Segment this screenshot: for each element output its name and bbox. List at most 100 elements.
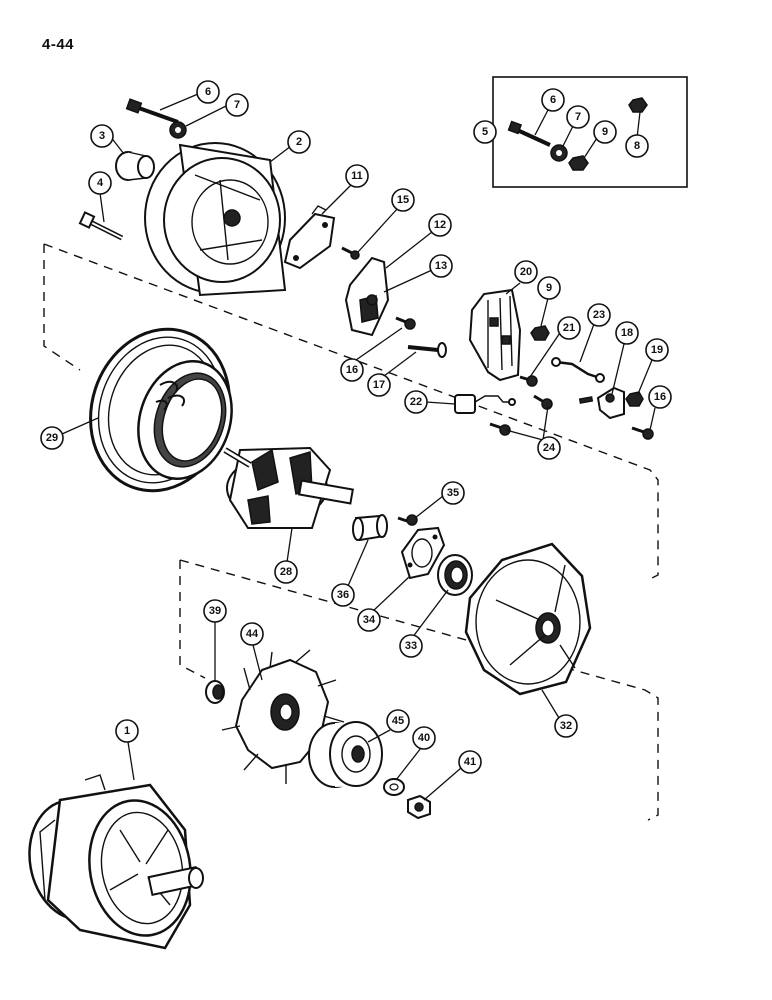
screw-part-21 bbox=[519, 375, 538, 387]
spacer-part-39 bbox=[205, 680, 225, 704]
inset-nut-part-9 bbox=[568, 155, 589, 171]
callout-16-right: 16 bbox=[648, 385, 672, 409]
callout-29: 29 bbox=[40, 426, 64, 450]
alternator-assembly-part-1 bbox=[28, 774, 204, 950]
svg-text:7: 7 bbox=[575, 111, 581, 123]
callout-8: 8 bbox=[625, 134, 649, 158]
screw-part-35 bbox=[397, 514, 418, 526]
svg-text:12: 12 bbox=[434, 219, 446, 231]
inset-nut-part-8 bbox=[628, 97, 648, 113]
inset-washer-part-7 bbox=[550, 144, 568, 162]
nut-part-41 bbox=[407, 794, 431, 820]
svg-text:8: 8 bbox=[634, 140, 640, 152]
callout-33: 33 bbox=[399, 634, 423, 658]
svg-text:33: 33 bbox=[405, 640, 417, 652]
svg-text:45: 45 bbox=[392, 715, 404, 727]
svg-text:22: 22 bbox=[410, 396, 422, 408]
svg-text:36: 36 bbox=[337, 589, 349, 601]
svg-text:6: 6 bbox=[205, 86, 211, 98]
callout-18: 18 bbox=[615, 321, 639, 345]
svg-text:19: 19 bbox=[651, 344, 663, 356]
callout-21: 21 bbox=[557, 316, 581, 340]
dashed-group-line bbox=[43, 243, 659, 581]
svg-text:21: 21 bbox=[563, 322, 575, 334]
svg-text:11: 11 bbox=[351, 170, 363, 182]
pulley-part-45 bbox=[308, 721, 383, 788]
callout-2: 2 bbox=[287, 130, 311, 154]
svg-text:1: 1 bbox=[124, 725, 130, 737]
callout-35: 35 bbox=[441, 481, 465, 505]
svg-text:2: 2 bbox=[296, 136, 302, 148]
callout-39: 39 bbox=[203, 599, 227, 623]
svg-text:9: 9 bbox=[546, 282, 552, 294]
svg-text:18: 18 bbox=[621, 327, 633, 339]
strap-part-23 bbox=[551, 357, 605, 383]
callout-20: 20 bbox=[514, 260, 538, 284]
svg-text:20: 20 bbox=[520, 266, 532, 278]
callout-9: 9 bbox=[537, 276, 561, 300]
svg-text:44: 44 bbox=[246, 628, 259, 640]
dashed-group-line bbox=[179, 560, 206, 679]
dashed-group-line bbox=[43, 244, 81, 371]
svg-text:32: 32 bbox=[560, 720, 572, 732]
fan-part-44 bbox=[221, 649, 345, 784]
washer-part-7 bbox=[169, 121, 187, 139]
svg-text:41: 41 bbox=[464, 756, 476, 768]
callout-4: 4 bbox=[88, 171, 112, 195]
callout-9-inset: 9 bbox=[593, 120, 617, 144]
screw-part-17 bbox=[407, 342, 447, 358]
callout-3: 3 bbox=[90, 124, 114, 148]
svg-text:3: 3 bbox=[99, 130, 105, 142]
capacitor-part-22 bbox=[454, 394, 516, 414]
bushing-part-3 bbox=[115, 151, 155, 181]
washer-part-40 bbox=[383, 778, 405, 796]
callout-28: 28 bbox=[274, 560, 298, 584]
brush-holder-part-12 bbox=[344, 256, 390, 337]
inset-screw-part-6 bbox=[507, 120, 551, 147]
screw-part-16 bbox=[395, 316, 416, 330]
svg-text:16: 16 bbox=[346, 364, 358, 376]
callout-41: 41 bbox=[458, 750, 482, 774]
screw-part-15 bbox=[341, 246, 360, 260]
callout-44: 44 bbox=[240, 622, 264, 646]
callout-13: 13 bbox=[429, 254, 453, 278]
svg-text:13: 13 bbox=[435, 260, 447, 272]
svg-text:40: 40 bbox=[418, 732, 430, 744]
rotor-part-28 bbox=[223, 446, 354, 529]
svg-text:17: 17 bbox=[373, 379, 385, 391]
callout-11: 11 bbox=[345, 164, 369, 188]
callout-12: 12 bbox=[428, 213, 452, 237]
svg-text:5: 5 bbox=[482, 126, 488, 138]
bolt-part-4 bbox=[78, 211, 124, 241]
callout-7-inset: 7 bbox=[566, 105, 590, 129]
callout-6-inset: 6 bbox=[541, 88, 565, 112]
callout-22: 22 bbox=[404, 390, 428, 414]
svg-text:34: 34 bbox=[363, 614, 376, 626]
svg-text:7: 7 bbox=[234, 99, 240, 111]
page-number: 4-44 bbox=[42, 36, 75, 53]
callout-1: 1 bbox=[115, 719, 139, 743]
callout-5: 5 bbox=[473, 120, 497, 144]
svg-text:9: 9 bbox=[602, 126, 608, 138]
nut-part-19 bbox=[625, 391, 644, 407]
callout-19: 19 bbox=[645, 338, 669, 362]
callout-34: 34 bbox=[357, 608, 381, 632]
callout-16: 16 bbox=[340, 358, 364, 382]
svg-text:4: 4 bbox=[97, 177, 104, 189]
svg-text:39: 39 bbox=[209, 605, 221, 617]
bracket-part-11 bbox=[283, 205, 336, 270]
nut-part-9 bbox=[530, 325, 550, 341]
callout-24: 24 bbox=[537, 436, 561, 460]
retainer-part-34 bbox=[400, 526, 446, 580]
rectifier-part-20 bbox=[468, 288, 522, 382]
svg-text:35: 35 bbox=[447, 487, 459, 499]
svg-text:16: 16 bbox=[654, 391, 666, 403]
screw-part-24 bbox=[489, 394, 553, 436]
callout-7: 7 bbox=[225, 93, 249, 117]
callout-40: 40 bbox=[412, 726, 436, 750]
callout-17: 17 bbox=[367, 373, 391, 397]
svg-text:24: 24 bbox=[543, 442, 556, 454]
stator-part-29 bbox=[89, 327, 233, 493]
callout-45: 45 bbox=[386, 709, 410, 733]
